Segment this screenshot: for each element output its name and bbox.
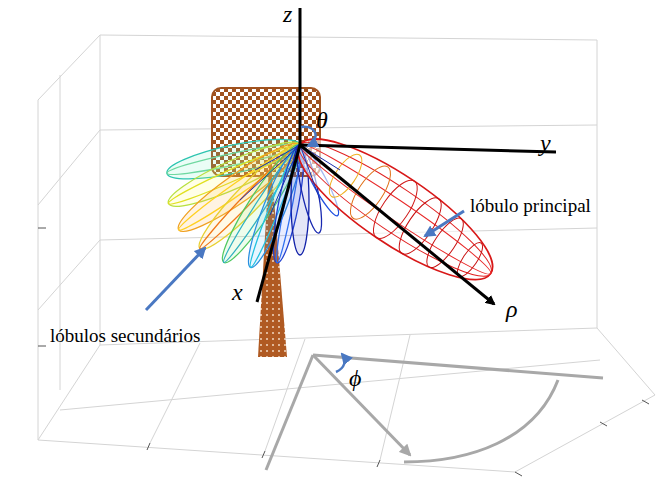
axes-box — [38, 35, 655, 472]
coordinate-axes — [257, 8, 556, 304]
tick-marks — [38, 228, 649, 476]
axis-label: z — [283, 2, 292, 26]
theta-arc — [301, 127, 316, 146]
callout-label: lóbulo principal — [470, 196, 591, 215]
axis-label: x — [232, 280, 243, 304]
phi-arc — [336, 354, 345, 372]
axis-label: y — [540, 131, 551, 155]
leader-arrow — [425, 211, 464, 236]
angle-label: ϕ — [349, 366, 361, 390]
floor-projection — [266, 355, 603, 470]
callout-label: lóbulos secundários — [50, 326, 200, 345]
leader-arrow — [146, 248, 205, 310]
angle-label: θ — [316, 108, 328, 132]
axis-label: ρ — [506, 297, 518, 321]
